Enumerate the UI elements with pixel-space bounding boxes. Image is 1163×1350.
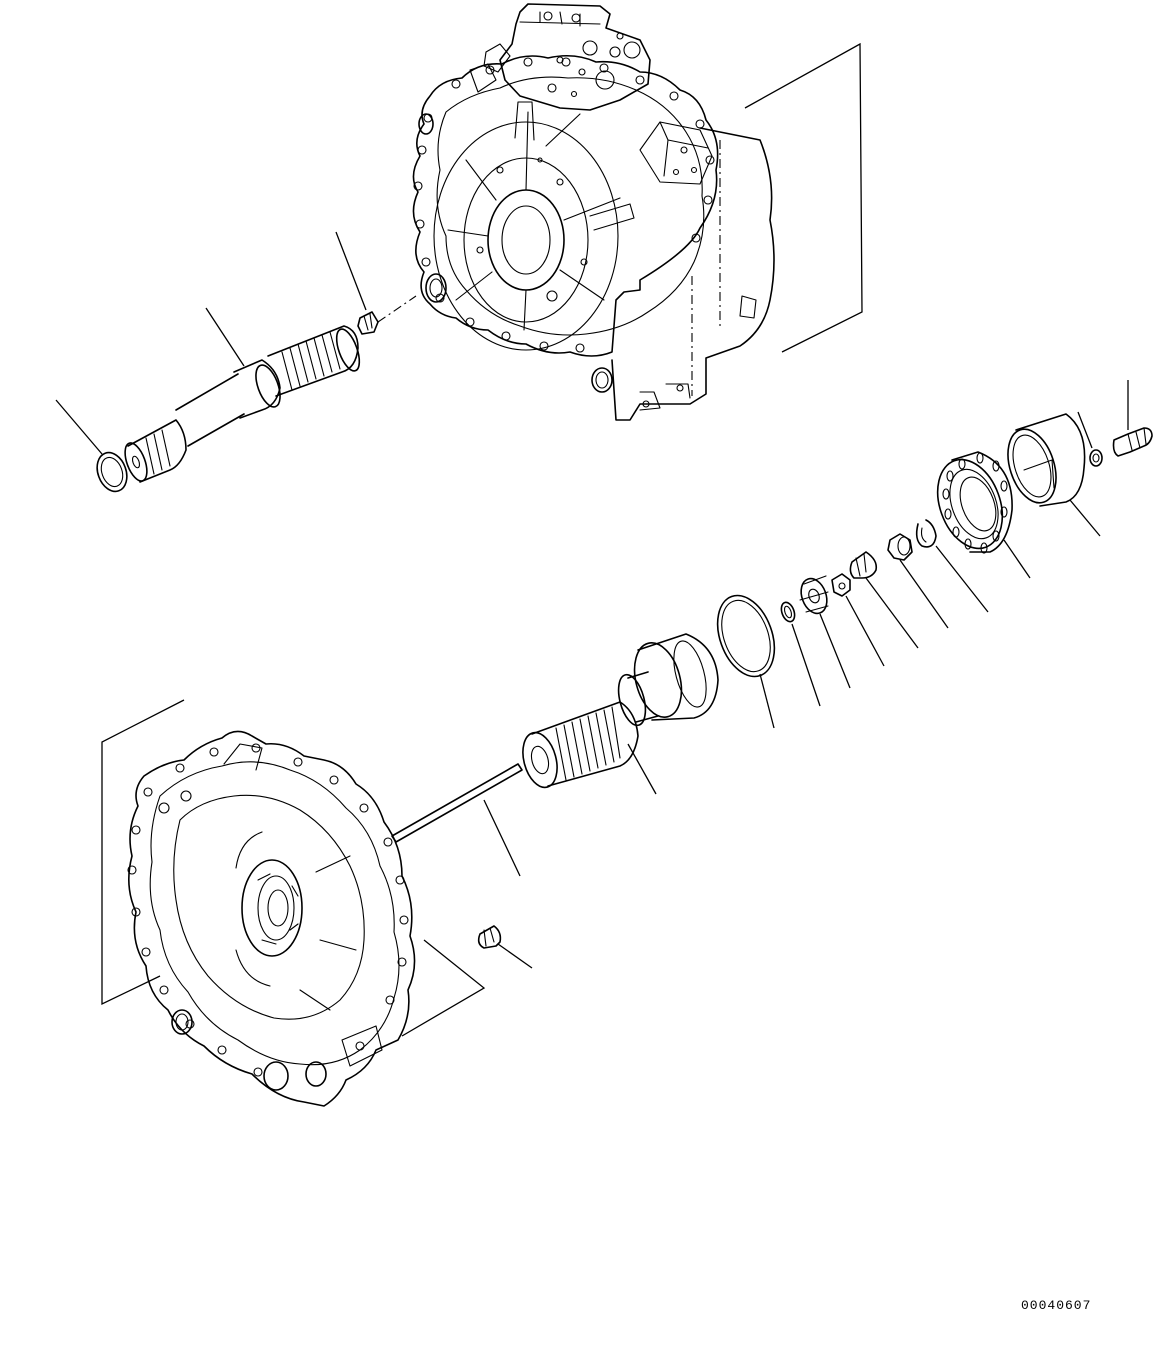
drawing-code-label: 00040607	[1021, 1298, 1092, 1313]
bearing	[936, 451, 1031, 579]
housing	[101, 699, 486, 1107]
plug-right	[849, 551, 919, 649]
washer	[1077, 411, 1103, 467]
plug-upper	[335, 231, 417, 335]
transmission-case	[412, 3, 863, 421]
bolt	[1112, 380, 1153, 457]
fitting	[887, 533, 949, 629]
lock-nut	[799, 575, 851, 689]
rod	[391, 763, 523, 877]
small-nut	[831, 573, 885, 667]
snap-ring-right	[915, 519, 989, 613]
small-ring	[780, 601, 821, 707]
bearing-cage	[1007, 413, 1101, 537]
output-shaft	[522, 633, 719, 795]
input-shaft	[124, 307, 361, 483]
breather-plug	[477, 925, 533, 969]
snap-ring-left	[55, 399, 128, 493]
o-ring	[716, 594, 776, 729]
